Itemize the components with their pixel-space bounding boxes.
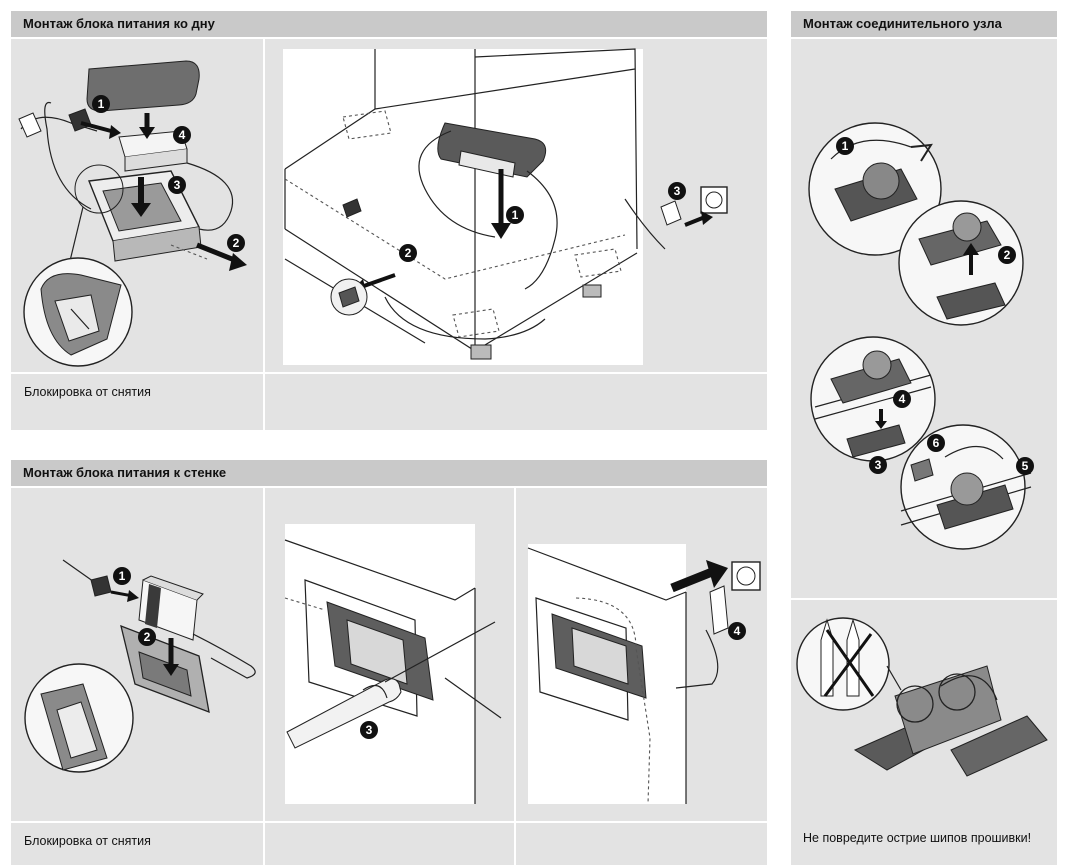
illustration-unit-into-holder <box>11 39 263 372</box>
step-number-conn-5: 5 <box>1022 459 1029 473</box>
step-badge-3: 3 <box>168 176 186 194</box>
step-badge-main-1: 1 <box>506 206 524 224</box>
step-badge-1: 1 <box>92 95 110 113</box>
step-badge-wall-3: 3 <box>360 721 378 739</box>
panel-wall-caption-empty-2 <box>516 823 767 865</box>
caption-wall-lock: Блокировка от снятия <box>24 834 151 848</box>
step-badge-4: 4 <box>173 126 191 144</box>
step-number-main-3: 3 <box>674 184 681 198</box>
step-number-4: 4 <box>179 128 186 142</box>
caption-bottom-lock: Блокировка от снятия <box>24 385 151 399</box>
step-badge-conn-4: 4 <box>893 390 911 408</box>
step-badge-main-3: 3 <box>668 182 686 200</box>
step-badge-wall-1: 1 <box>113 567 131 585</box>
illustration-spike-warning <box>791 600 1057 830</box>
step-badge-conn-1: 1 <box>836 137 854 155</box>
illustration-connector-steps <box>791 39 1057 598</box>
step-number-conn-1: 1 <box>842 139 849 153</box>
panel-wall-caption <box>11 823 263 865</box>
step-number-wall-4: 4 <box>734 624 741 638</box>
illustration-plug-into-socket <box>516 488 767 821</box>
step-number-conn-6: 6 <box>933 436 940 450</box>
step-number-wall-1: 1 <box>119 569 126 583</box>
step-number-1: 1 <box>98 97 105 111</box>
panel-bottom-caption <box>11 374 263 430</box>
illustration-cabinet-bottom-mount <box>265 39 767 372</box>
step-badge-wall-2: 2 <box>138 628 156 646</box>
step-number-3: 3 <box>174 178 181 192</box>
caption-connector-warning: Не повредите острие шипов прошивки! <box>803 831 1032 845</box>
step-badge-conn-2: 2 <box>998 246 1016 264</box>
step-number-main-2: 2 <box>405 246 412 260</box>
step-badge-2: 2 <box>227 234 245 252</box>
illustration-screw-fixing <box>265 488 514 821</box>
step-number-main-1: 1 <box>512 208 519 222</box>
step-badge-conn-6: 6 <box>927 434 945 452</box>
step-number-wall-3: 3 <box>366 723 373 737</box>
step-number-wall-2: 2 <box>144 630 151 644</box>
step-badge-conn-3: 3 <box>869 456 887 474</box>
step-number-conn-4: 4 <box>899 392 906 406</box>
step-badge-conn-5: 5 <box>1016 457 1034 475</box>
section-header-connector: Монтаж соединительного узла <box>791 11 1057 37</box>
step-number-conn-3: 3 <box>875 458 882 472</box>
step-badge-main-2: 2 <box>399 244 417 262</box>
panel-bottom-caption-empty <box>265 374 767 430</box>
step-number-2: 2 <box>233 236 240 250</box>
section-header-bottom-mount: Монтаж блока питания ко дну <box>11 11 767 37</box>
section-header-wall-mount: Монтаж блока питания к стенке <box>11 460 767 486</box>
step-number-conn-2: 2 <box>1004 248 1011 262</box>
step-badge-wall-4: 4 <box>728 622 746 640</box>
panel-wall-caption-empty-1 <box>265 823 514 865</box>
illustration-unit-into-wall-holder <box>11 488 263 821</box>
